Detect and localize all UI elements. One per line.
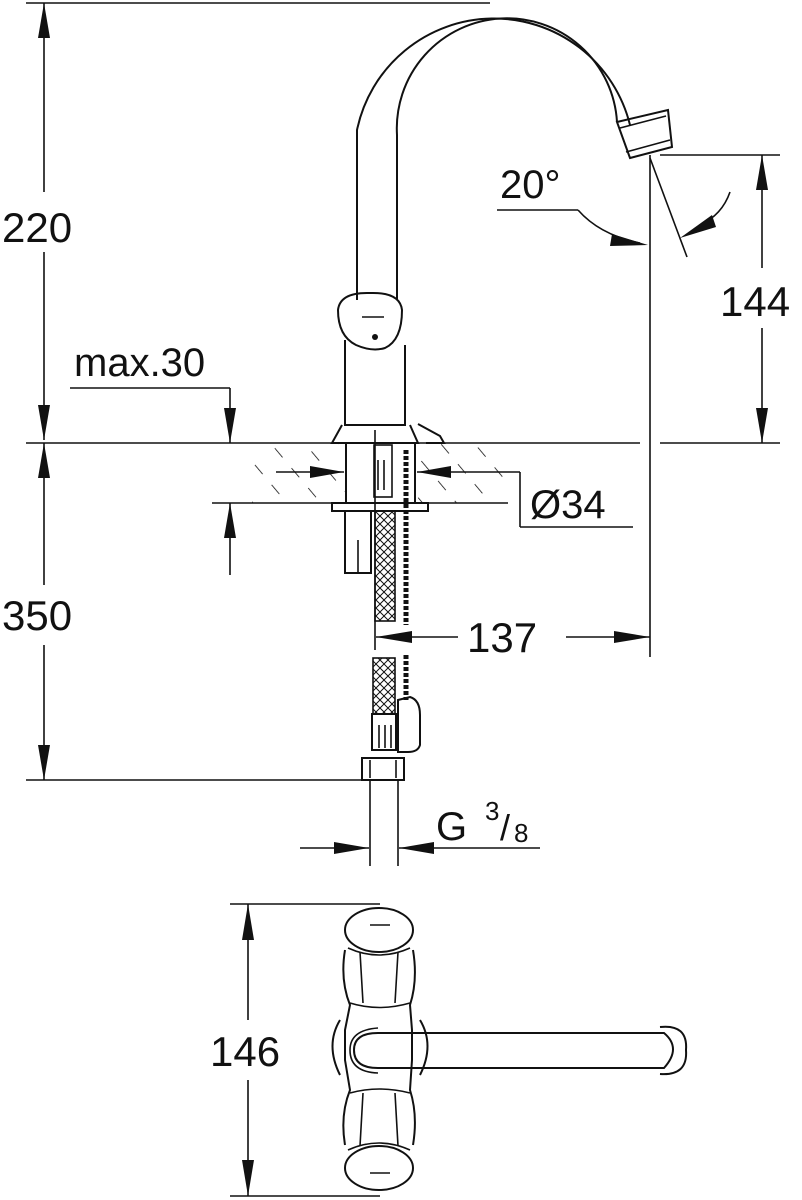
label-350: 350 [2, 592, 72, 639]
dimension-deck-underside [224, 503, 236, 575]
dimension-350: 350 [2, 443, 364, 781]
label-angle: 20° [500, 163, 561, 207]
dimension-144: 144 [660, 154, 790, 443]
label-thread-slash: / [500, 807, 510, 848]
label-137: 137 [467, 614, 537, 661]
dimension-max30: max.30 [70, 341, 236, 443]
label-144: 144 [720, 278, 790, 325]
label-thread-den: 8 [514, 818, 528, 848]
dimension-220: 220 [2, 2, 490, 440]
label-thread-g: G [436, 805, 467, 849]
dimension-diameter: Ø34 [276, 466, 633, 528]
dimension-146: 146 [210, 903, 380, 1197]
hose-connection [361, 655, 421, 866]
faucet-side-view [330, 17, 674, 444]
label-220: 220 [2, 204, 72, 251]
label-max30: max.30 [74, 341, 205, 385]
faucet-top-view [331, 907, 688, 1191]
label-146: 146 [210, 1028, 280, 1075]
dimension-thread: G 3 / 8 [300, 796, 540, 854]
dimension-137: 137 [376, 155, 651, 661]
label-diameter: Ø34 [530, 483, 606, 527]
deck-section [212, 430, 508, 650]
dimension-angle: 20° [497, 157, 731, 258]
label-thread-num: 3 [485, 796, 499, 826]
